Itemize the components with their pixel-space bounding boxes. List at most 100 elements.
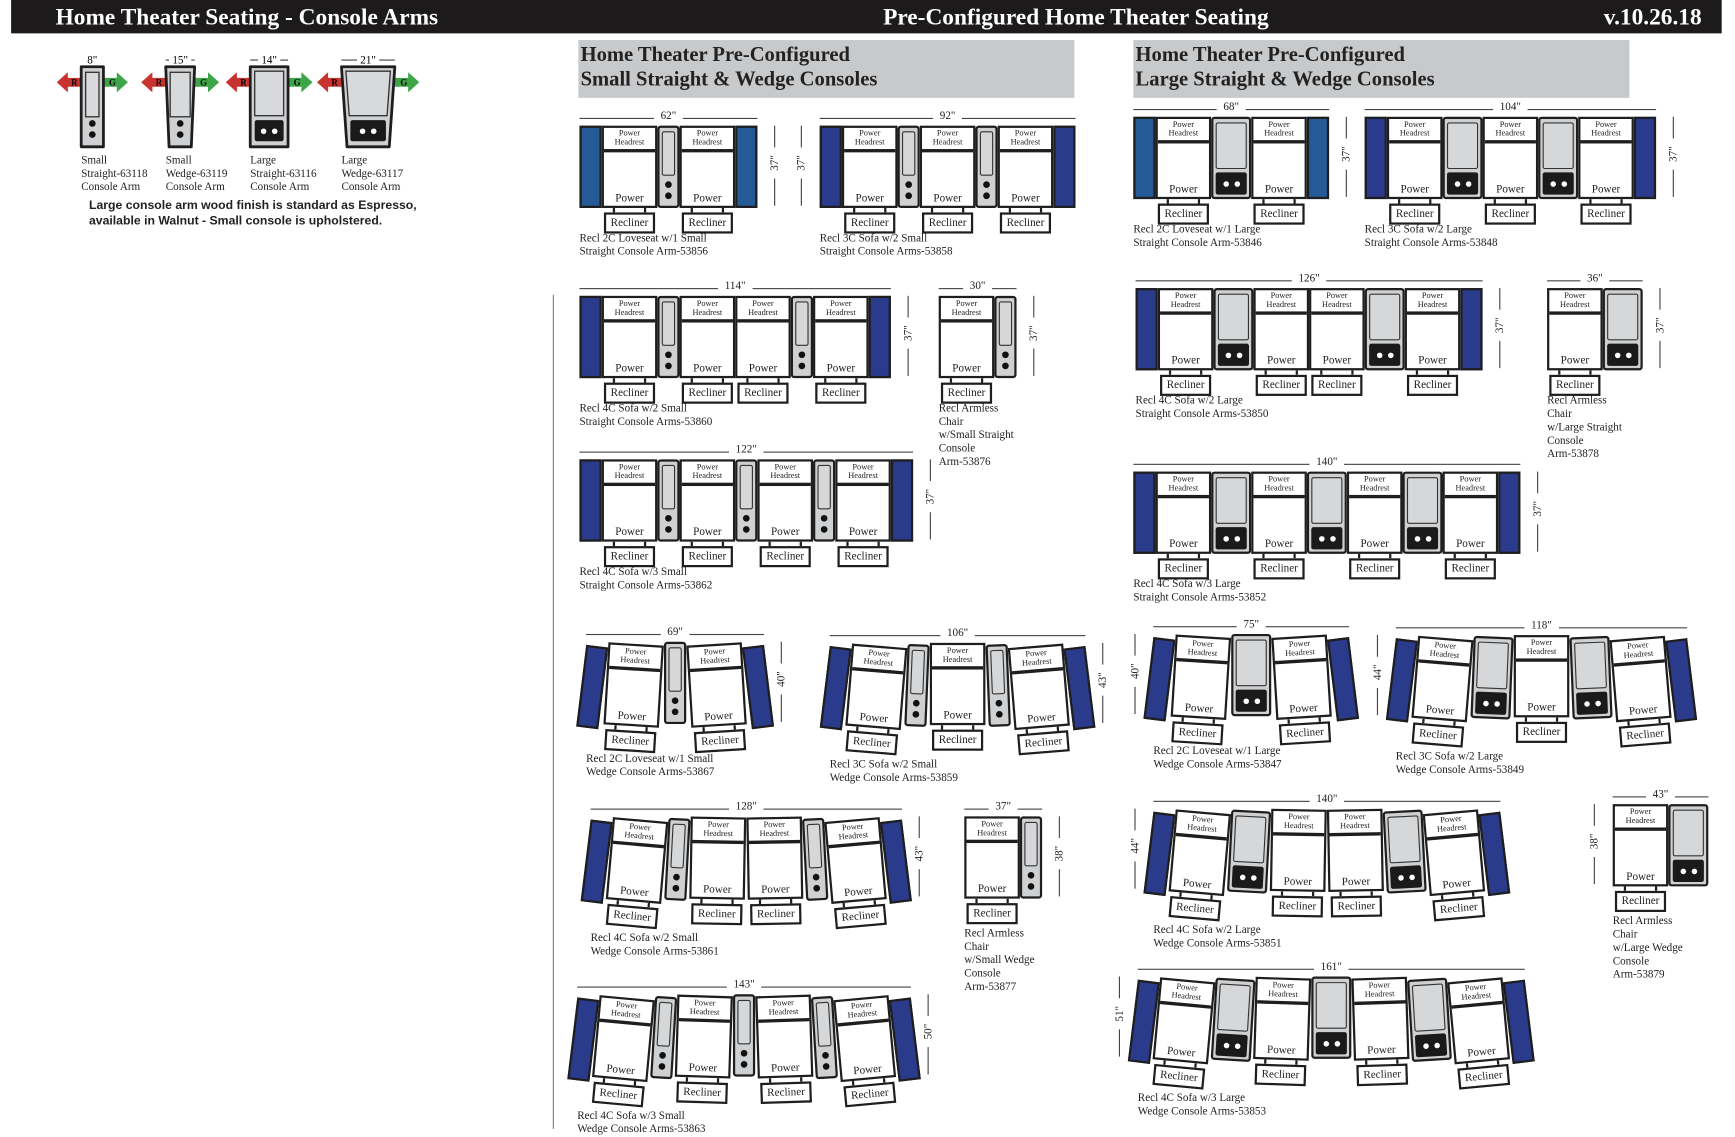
depth-label: 44" [1371, 656, 1385, 688]
cupholder-icon [672, 884, 680, 892]
cupholder-icon [742, 526, 750, 533]
recliner-footrest: Recliner [760, 1081, 812, 1105]
headrest-text: Power [1172, 119, 1195, 130]
title-bar: Home Theater Seating - Console Arms Pre-… [11, 0, 1722, 34]
recliner-footrest: Recliner [834, 903, 887, 930]
depth-dimension: 38" [1588, 804, 1602, 885]
depth-label: 37" [924, 481, 938, 513]
power-label: Power [1456, 538, 1485, 551]
cupholder-icon [905, 192, 913, 200]
large-console-arm [1402, 471, 1443, 554]
cupholder-icon [995, 710, 1003, 718]
depth-dimension: 38" [1053, 816, 1067, 897]
recliner-footrest: Recliner [1271, 895, 1324, 918]
svg-text:R: R [71, 78, 78, 88]
headrest-text: Power [774, 461, 796, 472]
headrest-text: Power [696, 461, 719, 472]
large-console-arm [1210, 977, 1256, 1063]
right-arrow-icon [194, 72, 220, 93]
recliner-footrest: Recliner [1614, 890, 1667, 913]
power-label: Power [761, 883, 790, 897]
cupholder-icon [1680, 868, 1687, 875]
cupholder-icon [672, 873, 680, 881]
headrest-text: Power [752, 298, 774, 309]
depth-label: 37" [1532, 493, 1545, 525]
caption-line: Recl 3C Sofa w/2 Small [829, 758, 938, 771]
legend-caption-line: Small [165, 154, 192, 167]
console-top [1315, 982, 1347, 1029]
console-base [1231, 865, 1264, 890]
headrest-text: Power [1172, 473, 1195, 484]
headrest-text: Headrest [1591, 127, 1621, 138]
depth-label: 38" [1588, 825, 1602, 857]
caption-line: Straight Console Arms-53852 [1133, 591, 1267, 604]
headrest-text: Headrest [848, 470, 878, 481]
caption-line: Recl 4C Sofa w/3 Large [1137, 1092, 1246, 1105]
headrest-text: Power [859, 127, 881, 138]
recliner-connector [612, 541, 647, 547]
large-console-arm [1382, 809, 1427, 894]
caption-line: Wedge Console Arms-53867 [586, 766, 715, 779]
width-dimension: 118" [1395, 619, 1688, 634]
small-console-arm [650, 995, 678, 1080]
caption-line: Console [938, 442, 976, 455]
cupholder-icon [821, 1051, 830, 1059]
caption-line: Recl Armless [1612, 915, 1673, 928]
headrest-text: Power [1270, 290, 1292, 301]
cupholder-icon [983, 192, 990, 200]
depth-dimension: 44" [1129, 808, 1142, 889]
caption-line: Chair [964, 940, 989, 954]
console-base [1215, 527, 1247, 550]
caption-line: Recl 3C Sofa w/2 Large [1364, 223, 1472, 236]
section-header-small: Home Theater Pre-Configured Small Straig… [578, 40, 1075, 98]
console-top [1411, 983, 1446, 1032]
console-base [1576, 691, 1609, 715]
power-label: Power [615, 362, 644, 375]
cupholder-icon [820, 514, 828, 522]
recliner-footrest: Recliner [1457, 1063, 1511, 1090]
recliner-connector [690, 541, 725, 547]
width-label: 114" [718, 280, 753, 293]
column-divider [552, 294, 554, 1129]
headrest-text: Power [618, 461, 641, 472]
power-label: Power [1171, 354, 1200, 368]
console-base [1475, 691, 1508, 715]
section-header-large: Home Theater Pre-Configured Large Straig… [1133, 40, 1630, 98]
caption-line: Straight Console Arms-53850 [1135, 408, 1269, 421]
console-base [1607, 343, 1639, 366]
caption-line: Recl 3C Sofa w/2 Small [819, 232, 928, 245]
width-dimension: 122" [579, 443, 914, 458]
power-label: Power [1266, 1043, 1296, 1057]
